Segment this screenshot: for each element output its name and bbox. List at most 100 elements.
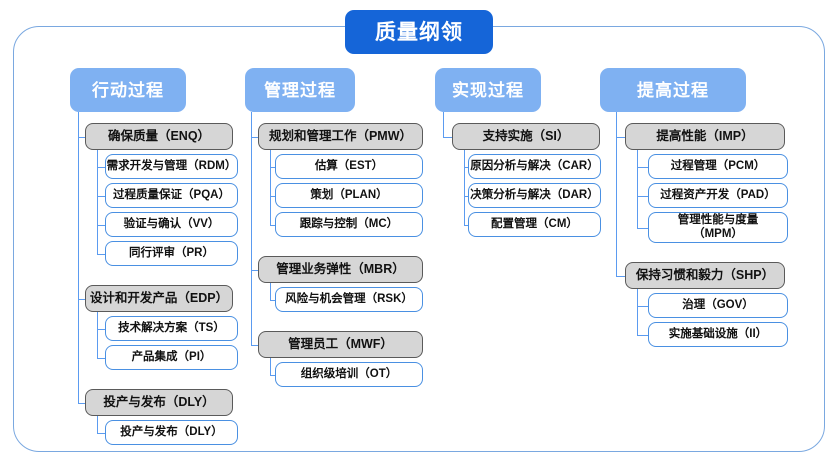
connector-sub-trunk <box>270 150 271 225</box>
group-box-label: 规划和管理工作（PMW） <box>268 129 413 144</box>
leaf-box-label: 需求开发与管理（RDM） <box>106 159 237 172</box>
leaf-box-label: 估算（EST） <box>314 159 384 172</box>
connector-trunk <box>616 112 617 276</box>
leaf-box-label: 过程管理（PCM） <box>670 159 766 172</box>
group-box-label: 管理业务弹性（MBR） <box>276 262 405 277</box>
leaf-box-label: 过程质量保证（PQA） <box>113 188 230 201</box>
connector-trunk <box>251 112 252 345</box>
connector-stub <box>443 136 452 138</box>
leaf-box-label: 同行评审（PR） <box>129 246 214 259</box>
leaf-box-label: 投产与发布（DLY） <box>120 425 223 438</box>
connector-sub-stub <box>97 357 105 359</box>
leaf-box[interactable]: 同行评审（PR） <box>105 241 238 266</box>
leaf-box[interactable]: 治理（GOV） <box>648 293 788 318</box>
leaf-box[interactable]: 过程资产开发（PAD） <box>648 183 788 208</box>
connector-stub <box>78 298 85 300</box>
leaf-box[interactable]: 策划（PLAN） <box>275 183 423 208</box>
leaf-box-label: 过程资产开发（PAD） <box>660 188 776 201</box>
diagram-title-label: 质量纲领 <box>375 20 463 44</box>
leaf-box[interactable]: 跟踪与控制（MC） <box>275 212 423 237</box>
leaf-box-label: 技术解决方案（TS） <box>118 321 225 334</box>
group-box[interactable]: 管理员工（MWF） <box>258 331 423 358</box>
group-box[interactable]: 支持实施（SI） <box>452 123 600 150</box>
leaf-box[interactable]: 需求开发与管理（RDM） <box>105 154 238 179</box>
leaf-box-label: 组织级培训（OT） <box>300 367 398 380</box>
leaf-box-label: 管理性能与度量 （MPM） <box>677 213 759 240</box>
connector-trunk <box>443 112 444 137</box>
leaf-box-label: 实施基础设施（II） <box>668 327 768 340</box>
connector-sub-stub <box>97 253 105 255</box>
leaf-box[interactable]: 原因分析与解决（CAR） <box>468 154 601 179</box>
leaf-box-label: 风险与机会管理（RSK） <box>285 292 413 305</box>
connector-sub-stub <box>97 224 105 226</box>
connector-sub-trunk <box>270 358 271 375</box>
connector-trunk <box>78 112 79 403</box>
leaf-box[interactable]: 投产与发布（DLY） <box>105 420 238 445</box>
diagram-title: 质量纲领 <box>345 10 493 54</box>
column-header-label: 行动过程 <box>92 80 164 100</box>
leaf-box[interactable]: 组织级培训（OT） <box>275 362 423 387</box>
leaf-box-label: 原因分析与解决（CAR） <box>470 159 599 172</box>
leaf-box[interactable]: 过程质量保证（PQA） <box>105 183 238 208</box>
group-box[interactable]: 提高性能（IMP） <box>625 123 785 150</box>
connector-sub-stub <box>97 432 105 434</box>
column-header-implement[interactable]: 实现过程 <box>435 68 541 112</box>
connector-stub <box>616 275 625 277</box>
column-header-label: 管理过程 <box>264 80 336 100</box>
leaf-box[interactable]: 技术解决方案（TS） <box>105 316 238 341</box>
connector-sub-stub <box>637 334 648 336</box>
connector-sub-stub <box>464 224 468 226</box>
leaf-box[interactable]: 决策分析与解决（DAR） <box>468 183 601 208</box>
group-box[interactable]: 设计和开发产品（EDP） <box>85 285 233 312</box>
connector-sub-trunk <box>637 289 638 335</box>
leaf-box-label: 产品集成（PI） <box>131 350 212 363</box>
column-header-improve[interactable]: 提高过程 <box>600 68 746 112</box>
leaf-box-label: 治理（GOV） <box>682 298 754 311</box>
connector-sub-trunk <box>464 150 465 225</box>
connector-sub-trunk <box>637 150 638 228</box>
connector-sub-stub <box>97 328 105 330</box>
leaf-box-label: 跟踪与控制（MC） <box>299 217 399 230</box>
leaf-box-label: 配置管理（CM） <box>491 217 578 230</box>
connector-sub-stub <box>97 195 105 197</box>
connector-stub <box>251 269 258 271</box>
leaf-box-label: 决策分析与解决（DAR） <box>470 188 599 201</box>
group-box-label: 投产与发布（DLY） <box>103 395 215 410</box>
leaf-box[interactable]: 配置管理（CM） <box>468 212 601 237</box>
group-box-label: 设计和开发产品（EDP） <box>89 291 229 306</box>
connector-stub <box>251 136 258 138</box>
group-box[interactable]: 规划和管理工作（PMW） <box>258 123 423 150</box>
connector-sub-stub <box>270 299 275 301</box>
leaf-box[interactable]: 估算（EST） <box>275 154 423 179</box>
group-box[interactable]: 确保质量（ENQ） <box>85 123 233 150</box>
connector-sub-trunk <box>97 150 98 254</box>
connector-sub-stub <box>270 374 275 376</box>
connector-stub <box>251 344 258 346</box>
leaf-box[interactable]: 风险与机会管理（RSK） <box>275 287 423 312</box>
connector-sub-stub <box>637 195 648 197</box>
connector-sub-trunk <box>97 416 98 433</box>
leaf-box[interactable]: 过程管理（PCM） <box>648 154 788 179</box>
group-box[interactable]: 投产与发布（DLY） <box>85 389 233 416</box>
connector-sub-trunk <box>97 312 98 358</box>
connector-sub-stub <box>637 305 648 307</box>
group-box-label: 确保质量（ENQ） <box>107 129 211 144</box>
connector-sub-stub <box>270 166 275 168</box>
leaf-box-label: 策划（PLAN） <box>310 188 388 201</box>
connector-sub-stub <box>97 166 105 168</box>
connector-sub-stub <box>637 227 648 229</box>
leaf-box[interactable]: 产品集成（PI） <box>105 345 238 370</box>
column-header-manage[interactable]: 管理过程 <box>245 68 355 112</box>
group-box[interactable]: 保持习惯和毅力（SHP） <box>625 262 785 289</box>
connector-stub <box>78 402 85 404</box>
group-box-label: 保持习惯和毅力（SHP） <box>635 268 775 283</box>
leaf-box[interactable]: 实施基础设施（II） <box>648 322 788 347</box>
column-header-action[interactable]: 行动过程 <box>70 68 186 112</box>
connector-sub-stub <box>464 166 468 168</box>
connector-sub-trunk <box>270 283 271 300</box>
leaf-box[interactable]: 管理性能与度量 （MPM） <box>648 212 788 243</box>
connector-sub-stub <box>270 195 275 197</box>
leaf-box[interactable]: 验证与确认（VV） <box>105 212 238 237</box>
group-box[interactable]: 管理业务弹性（MBR） <box>258 256 423 283</box>
